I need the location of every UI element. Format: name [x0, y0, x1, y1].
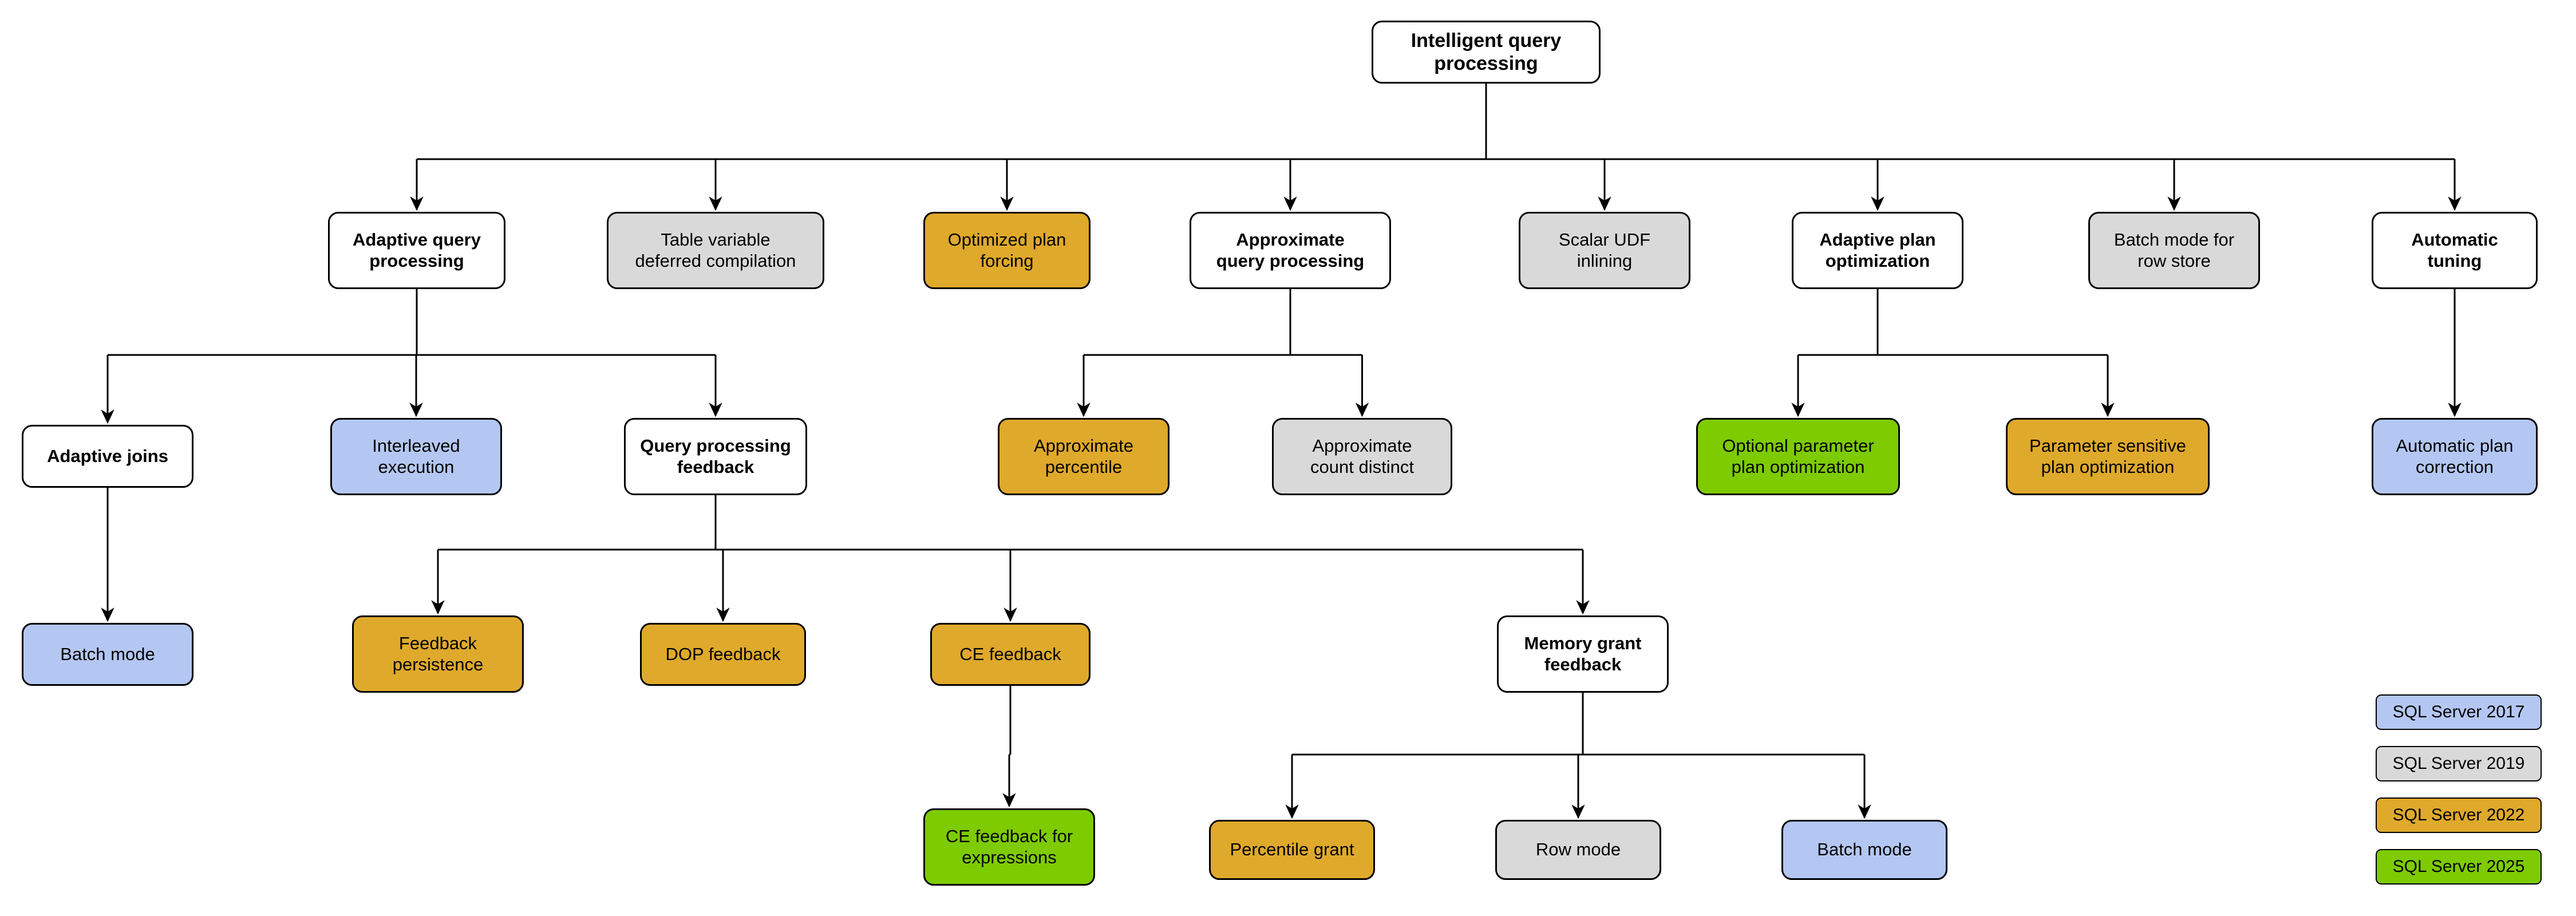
legend-2017: SQL Server 2017	[2376, 694, 2542, 730]
node-root[interactable]: Intelligent query processing	[1372, 21, 1601, 84]
node-ajoins[interactable]: Adaptive joins	[22, 425, 193, 488]
node-cefb[interactable]: CE feedback	[930, 623, 1091, 686]
node-apc[interactable]: Automatic plan correction	[2372, 418, 2538, 495]
node-fbpers[interactable]: Feedback persistence	[352, 615, 524, 693]
legend-2022: SQL Server 2022	[2376, 797, 2542, 833]
node-apo[interactable]: Adaptive plan optimization	[1792, 212, 1963, 289]
node-bmrs[interactable]: Batch mode for row store	[2088, 212, 2260, 289]
node-mgfb[interactable]: Memory grant feedback	[1497, 615, 1669, 693]
legend-2019: SQL Server 2019	[2376, 746, 2542, 781]
node-opf[interactable]: Optimized plan forcing	[923, 212, 1091, 289]
node-dopfb[interactable]: DOP feedback	[640, 623, 806, 686]
node-acd[interactable]: Approximate count distinct	[1272, 418, 1452, 495]
node-pspo[interactable]: Parameter sensitive plan optimization	[2006, 418, 2210, 495]
node-sudf[interactable]: Scalar UDF inlining	[1519, 212, 1690, 289]
node-autotn[interactable]: Automatic tuning	[2372, 212, 2538, 289]
legend-2025: SQL Server 2025	[2376, 849, 2542, 885]
node-cefbex[interactable]: CE feedback for expressions	[923, 808, 1095, 886]
node-bmode2[interactable]: Batch mode	[1781, 820, 1947, 880]
node-pctgr[interactable]: Percentile grant	[1209, 820, 1375, 880]
node-bmode1[interactable]: Batch mode	[22, 623, 193, 686]
node-apct[interactable]: Approximate percentile	[998, 418, 1170, 495]
node-appqp[interactable]: Approximate query processing	[1190, 212, 1391, 289]
node-tvdc[interactable]: Table variable deferred compilation	[607, 212, 824, 289]
node-qpf[interactable]: Query processing feedback	[624, 418, 807, 495]
node-rowmd[interactable]: Row mode	[1495, 820, 1661, 880]
node-ilexec[interactable]: Interleaved execution	[330, 418, 502, 495]
node-oppo[interactable]: Optional parameter plan optimization	[1696, 418, 1900, 495]
node-aqp[interactable]: Adaptive query processing	[328, 212, 505, 289]
